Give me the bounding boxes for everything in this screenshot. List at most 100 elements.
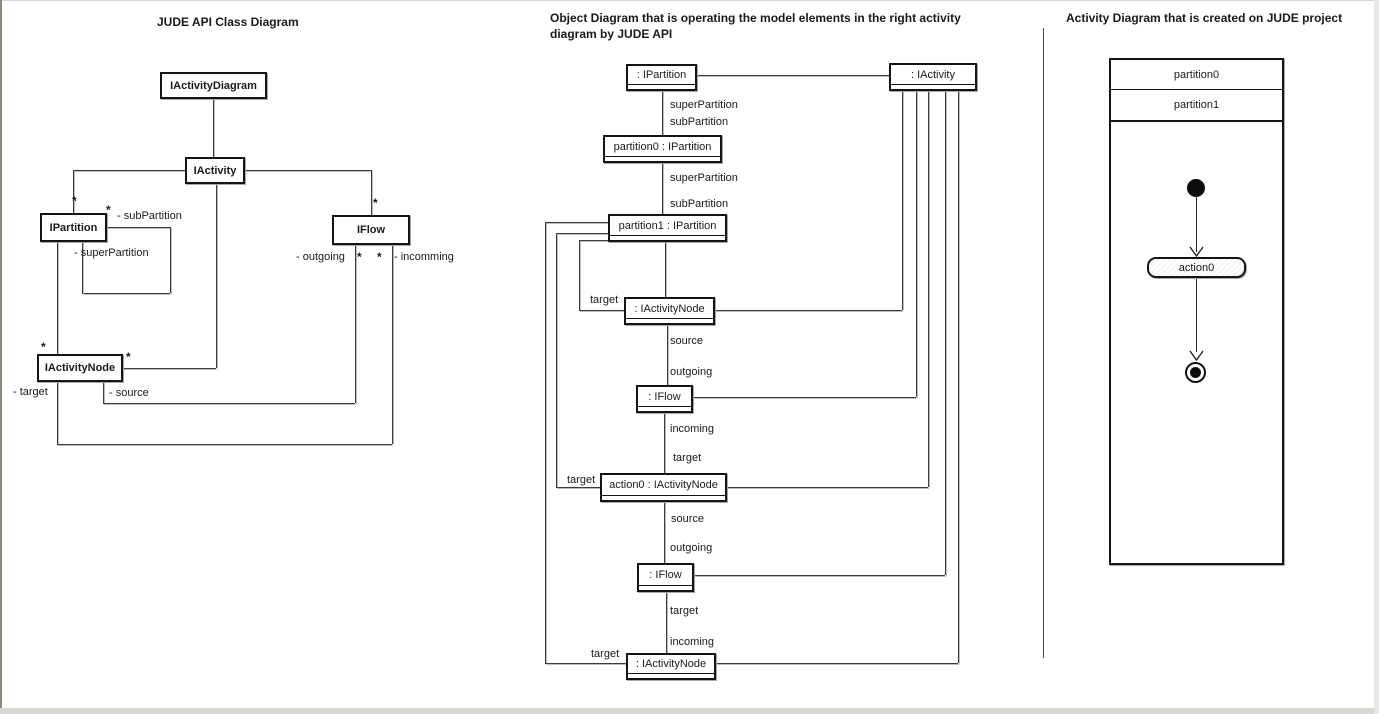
window-edge (0, 708, 1379, 714)
connector-line (123, 368, 216, 369)
control-flow-line (1196, 197, 1197, 252)
object-box-action0: action0 : IActivityNode (600, 473, 727, 502)
link-line (662, 163, 663, 214)
edge-label-subpartition: subPartition (670, 116, 729, 128)
connector-line (57, 242, 58, 354)
connector-line (103, 403, 355, 404)
self-association-line (107, 227, 170, 228)
arrow-head-icon (1189, 350, 1204, 361)
link-line (664, 413, 665, 473)
multiplicity-label: * (72, 194, 77, 208)
object-diagram-title-line2: diagram by JUDE API (550, 27, 673, 41)
link-line (916, 91, 917, 397)
connector-line (57, 382, 58, 444)
self-association-line (82, 242, 83, 293)
object-box-partition0: partition0 : IPartition (603, 135, 722, 163)
edge-label-target: target (590, 294, 619, 306)
object-name: partition1 : IPartition (618, 219, 717, 232)
target-link-line (579, 310, 624, 311)
object-compartment (628, 84, 695, 89)
self-association-line (170, 227, 171, 293)
object-box-iactivity: : IActivity (889, 63, 977, 91)
edge-label-incoming: incoming (670, 423, 715, 435)
target-link-line (545, 222, 608, 223)
link-line (693, 397, 916, 398)
multiplicity-label: * (41, 340, 46, 354)
object-name: : IActivityNode (635, 658, 707, 670)
edge-label-incoming: incoming (670, 636, 715, 648)
multiplicity-label: * (377, 250, 382, 264)
role-label-subpartition: - subPartition (117, 210, 182, 222)
object-box-iflow: : IFlow (636, 385, 693, 413)
target-link-line (545, 222, 546, 663)
object-compartment (891, 84, 975, 89)
object-name: : IPartition (636, 69, 687, 81)
target-link-line (579, 240, 580, 310)
panel-divider (1043, 28, 1044, 658)
class-box-iactivitydiagram: IActivityDiagram (160, 72, 267, 99)
link-line (958, 91, 959, 663)
partition0-header: partition0 (1111, 60, 1282, 90)
connector-line (355, 245, 356, 403)
object-name: : IFlow (649, 569, 682, 581)
edge-label-outgoing: outgoing (670, 542, 713, 554)
class-box-iflow: IFlow (332, 215, 410, 245)
target-link-line (579, 240, 608, 241)
object-name: : IFlow (648, 390, 681, 403)
window-edge (0, 0, 1379, 1)
object-diagram-title: Object Diagram that is operating the mod… (550, 10, 961, 42)
object-compartment (628, 673, 714, 678)
connector-line (392, 245, 393, 444)
initial-node-icon (1187, 179, 1205, 197)
link-line (697, 75, 889, 76)
edge-label-subpartition: subPartition (670, 198, 729, 210)
class-box-iactivity: IActivity (185, 157, 245, 184)
role-label-source: - source (109, 387, 149, 399)
link-line (902, 91, 903, 310)
object-compartment (610, 235, 725, 240)
class-diagram-title: JUDE API Class Diagram (157, 15, 299, 29)
edge-label-source: source (671, 513, 705, 525)
role-label-target: - target (13, 386, 48, 398)
activity-diagram-title: Activity Diagram that is created on JUDE… (1066, 11, 1343, 25)
link-line (928, 91, 929, 487)
edge-label-source: source (670, 335, 704, 347)
object-name: : IActivity (910, 68, 955, 81)
edge-label-target: target (591, 648, 620, 660)
connector-line (213, 99, 214, 157)
window-edge (0, 0, 2, 714)
class-box-ipartition: IPartition (40, 213, 107, 242)
class-box-iactivitynode: IActivityNode (37, 354, 123, 382)
object-compartment (605, 156, 720, 161)
link-line (716, 663, 958, 664)
target-link-line (556, 487, 600, 488)
object-compartment (639, 585, 692, 590)
connector-line (73, 170, 74, 213)
self-association-line (82, 293, 170, 294)
link-line (727, 487, 928, 488)
target-link-line (556, 233, 557, 487)
final-node-icon (1185, 362, 1206, 383)
role-label-outgoing: - outgoing (296, 251, 345, 263)
role-label-superpartition: - superPartition (74, 247, 149, 259)
multiplicity-label: * (373, 196, 378, 210)
link-line (715, 310, 902, 311)
target-link-line (556, 233, 608, 234)
connector-line (57, 444, 392, 445)
object-name: partition0 : IPartition (613, 140, 712, 153)
edge-label-superpartition: superPartition (670, 172, 738, 184)
object-box-iactivitynode-2: : IActivityNode (626, 653, 716, 680)
object-box-iflow-2: : IFlow (637, 563, 694, 592)
object-box-iactivitynode: : IActivityNode (624, 297, 715, 325)
link-line (666, 592, 667, 653)
window-edge (1374, 0, 1379, 714)
object-diagram-title-line1: Object Diagram that is operating the mod… (550, 11, 961, 25)
multiplicity-label: * (106, 203, 111, 217)
link-line (945, 91, 946, 575)
connector-line (371, 170, 372, 215)
edge-label-target: target (670, 605, 699, 617)
edge-label-target: target (673, 452, 702, 464)
partition1-header: partition1 (1111, 90, 1282, 122)
action0-node: action0 (1147, 257, 1246, 278)
